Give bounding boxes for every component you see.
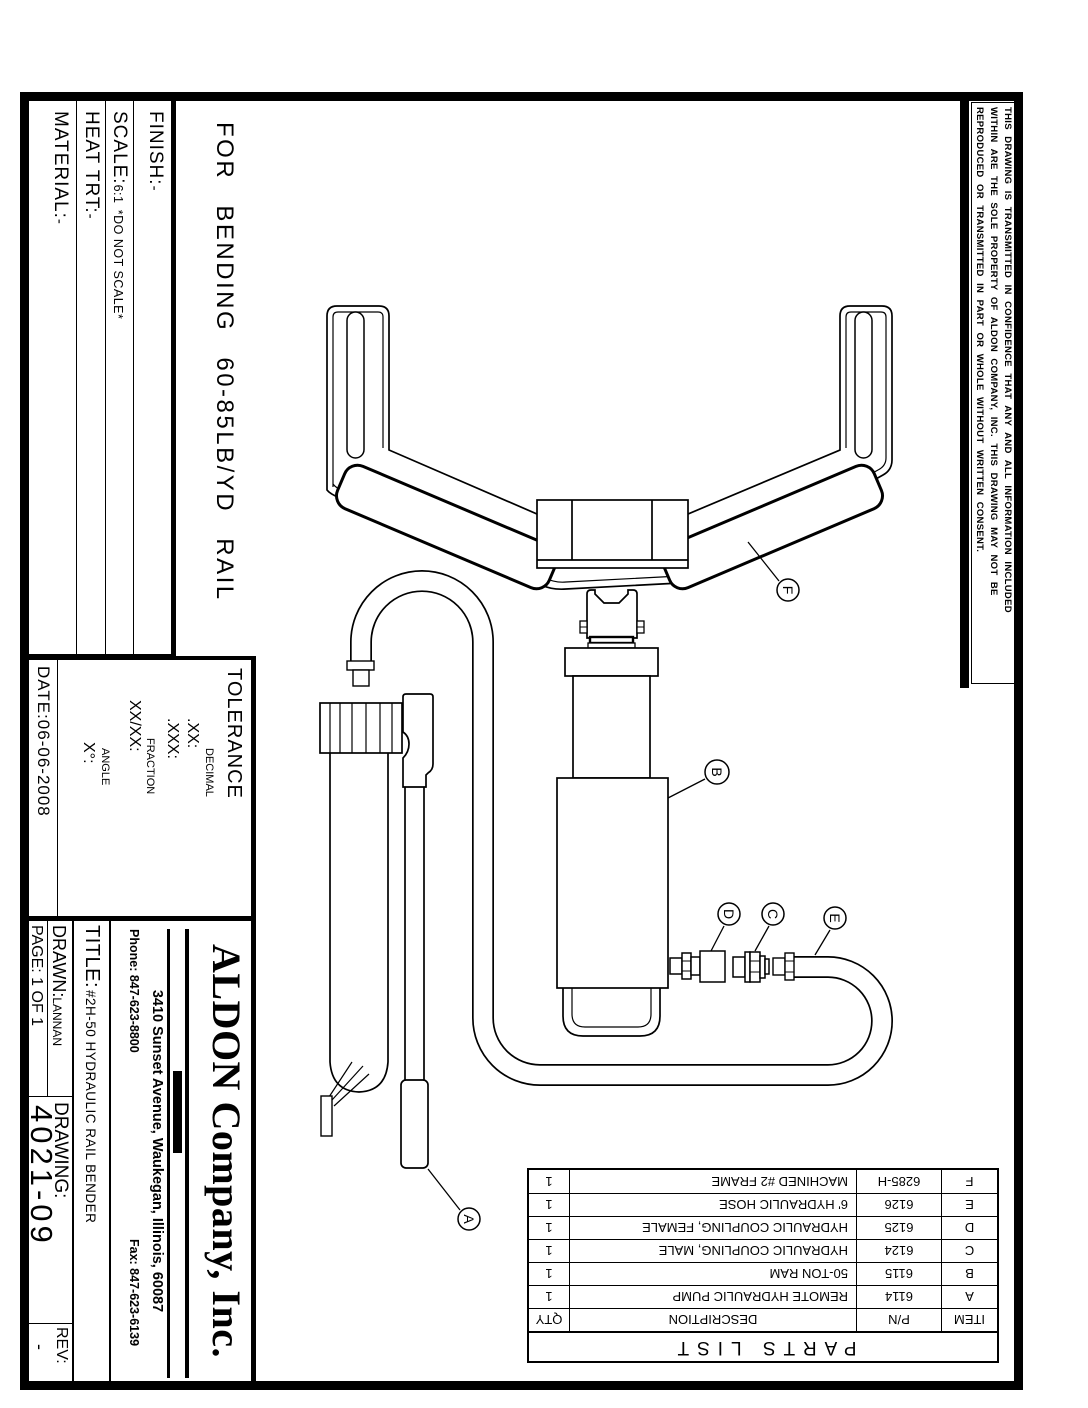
leader-d <box>710 925 725 952</box>
frame-slot-right <box>854 311 873 459</box>
leader-f <box>747 541 780 582</box>
leader-e <box>814 929 831 956</box>
frame-pocket-right <box>660 463 884 591</box>
callout-letter-c: C <box>765 909 781 919</box>
coupling-female-part <box>669 950 726 983</box>
callout-circle-f <box>776 578 800 602</box>
callout-circle-b <box>704 759 730 785</box>
pump-part <box>319 693 434 1169</box>
callout-letter-e: E <box>827 913 843 922</box>
frame-part <box>326 305 893 591</box>
callout-circle-e <box>823 906 847 930</box>
callout-circle-c <box>761 902 785 926</box>
leader-a <box>427 1168 461 1211</box>
leader-b <box>667 778 706 799</box>
sheet-border <box>20 92 1023 1390</box>
hose-part <box>346 570 893 1086</box>
callout-letter-b: B <box>709 767 725 776</box>
callout-letter-d: D <box>721 909 737 919</box>
frame-pocket-left <box>335 463 559 591</box>
callout-circle-a <box>457 1207 481 1231</box>
frame-slot-left <box>346 311 365 459</box>
frame-boss <box>536 499 689 569</box>
scan-artifact-bar <box>960 92 969 688</box>
ram-part <box>556 589 669 1037</box>
callout-circle-d <box>717 902 741 926</box>
callout-balloons <box>457 578 847 1231</box>
callout-letter-f: F <box>780 586 796 595</box>
leader-c <box>754 925 770 952</box>
callout-letter-a: A <box>461 1214 477 1224</box>
coupling-male-part <box>732 951 770 983</box>
